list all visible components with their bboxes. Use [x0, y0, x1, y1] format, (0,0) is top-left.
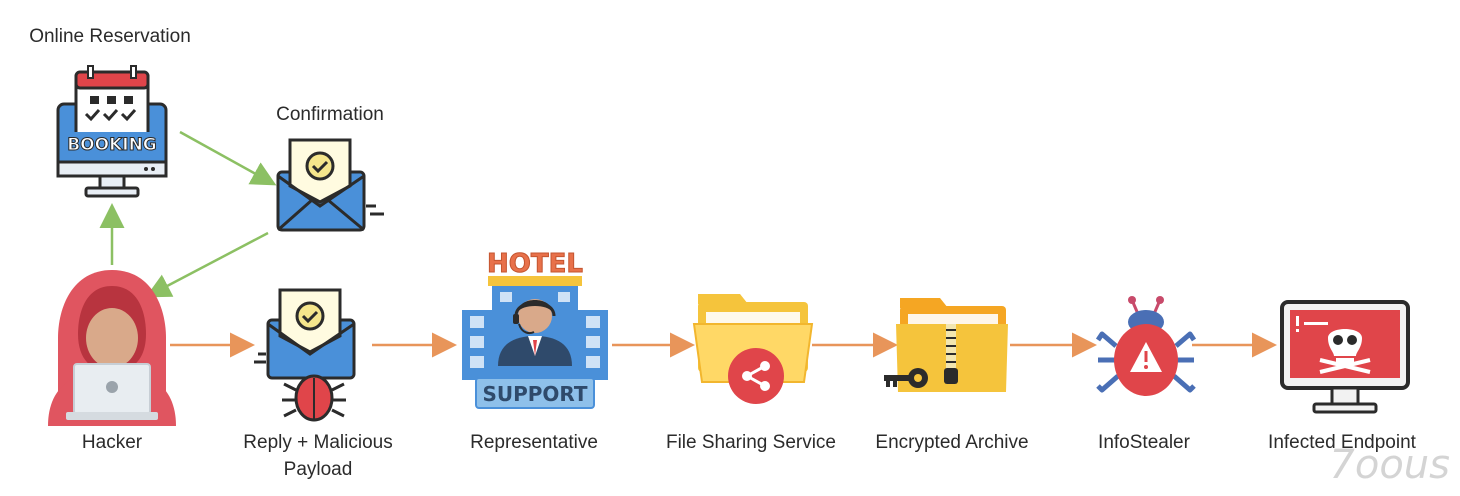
infected-monitor-icon: [1280, 300, 1410, 414]
arrow-booking-to-confirmation: [179, 130, 277, 186]
label-infostealer: InfoStealer: [1098, 432, 1190, 453]
infostealer-bug-icon: [1096, 296, 1196, 396]
label-reply-line1: Reply + Malicious: [243, 432, 393, 453]
label-infected-endpoint: Infected Endpoint: [1268, 432, 1416, 453]
hotel-support-icon: HOTEL SUPPORT: [462, 249, 608, 409]
booking-monitor-icon: BOOKING: [56, 65, 168, 198]
watermark: 7oous: [1329, 442, 1450, 488]
label-hacker: Hacker: [81, 432, 143, 453]
hacker-icon: [48, 270, 176, 426]
booking-text: BOOKING: [67, 135, 157, 155]
label-representative: Representative: [470, 432, 598, 453]
support-sign-text: SUPPORT: [482, 382, 587, 406]
malicious-reply-envelope-icon: [254, 288, 356, 422]
label-online-reservation: Online Reservation: [29, 26, 191, 47]
label-reply-line2: Payload: [283, 459, 353, 480]
label-file-sharing-service: File Sharing Service: [665, 432, 837, 453]
encrypted-archive-icon: [884, 298, 1008, 392]
shared-folder-icon: [692, 294, 814, 404]
label-confirmation: Confirmation: [276, 104, 384, 125]
hotel-sign-text: HOTEL: [487, 249, 583, 279]
arrow-confirmation-to-hacker: [145, 231, 269, 298]
confirmation-envelope-icon: [276, 138, 384, 232]
label-encrypted-archive: Encrypted Archive: [875, 432, 1029, 453]
